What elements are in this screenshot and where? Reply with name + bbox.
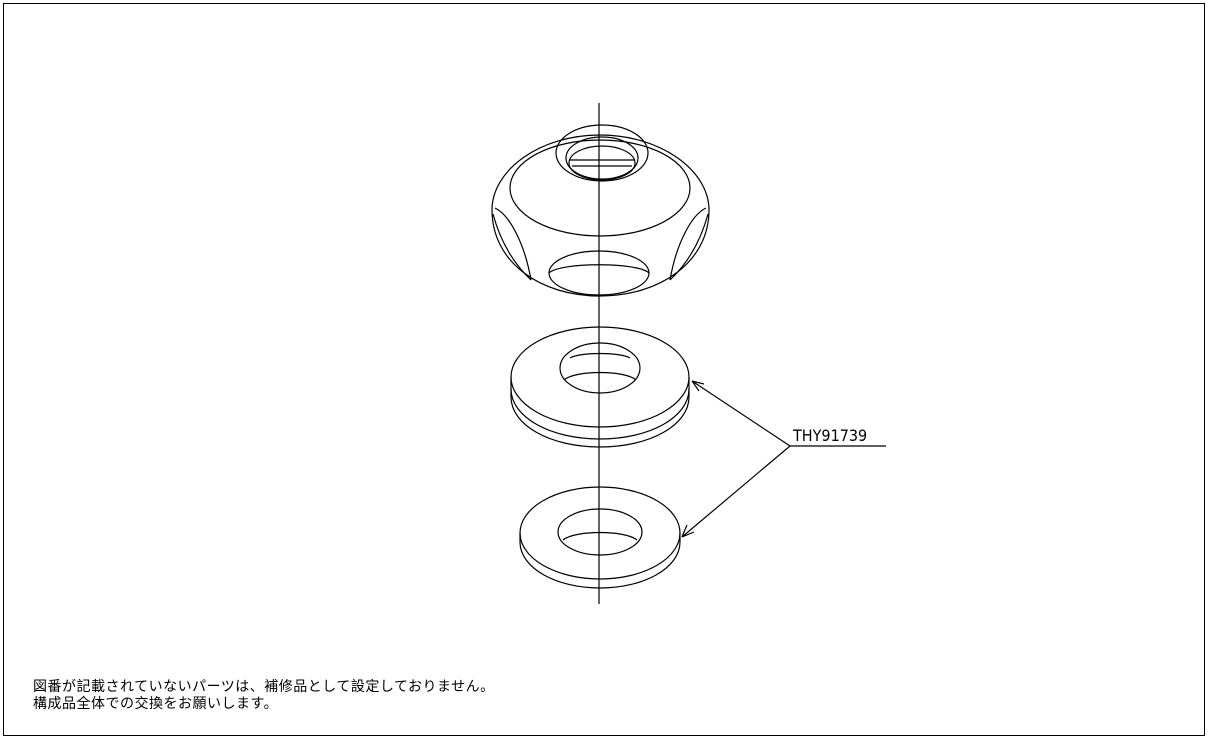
arrowhead-upper	[691, 380, 705, 392]
footnote: 図番が記載されていないパーツは、補修品として設定しておりません。 構成品全体での…	[33, 679, 495, 713]
upper-washer-part	[510, 326, 690, 448]
footnote-line-2: 構成品全体での交換をお願いします。	[33, 696, 279, 712]
footnote-line-1: 図番が記載されていないパーツは、補修品として設定しておりません。	[33, 679, 495, 695]
part-number-leader	[681, 380, 886, 538]
part-number-label: THY91739	[792, 426, 867, 445]
drawing-border	[3, 3, 1205, 736]
lower-washer-part	[519, 486, 681, 589]
knob-part	[491, 124, 710, 297]
arrowhead-lower	[681, 524, 695, 538]
